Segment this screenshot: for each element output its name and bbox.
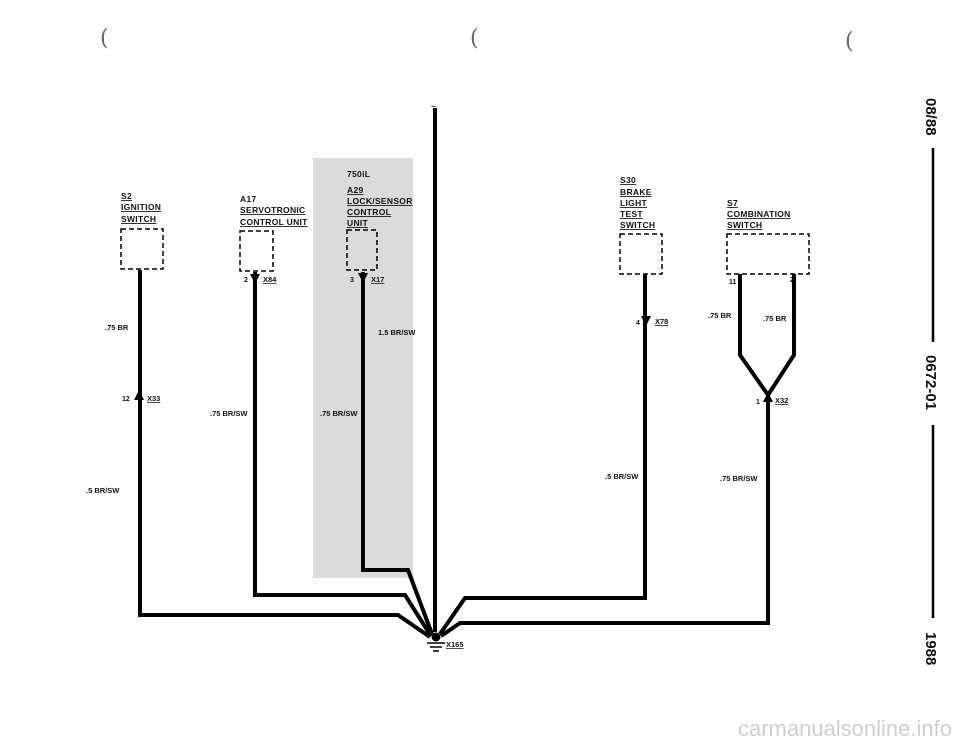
side-year: 1988 bbox=[922, 632, 939, 665]
a17-id: A17 bbox=[240, 194, 257, 204]
a29-wire-label: .75 BR/SW bbox=[320, 409, 358, 418]
top-mark-left: ( bbox=[100, 26, 109, 51]
s30-line2: LIGHT bbox=[620, 198, 648, 208]
s2-box bbox=[120, 228, 164, 270]
side-date: 08/88 bbox=[922, 98, 939, 136]
a17-line1: SERVOTRONIC bbox=[240, 205, 306, 215]
top-feed-arrow: ~ bbox=[431, 101, 436, 111]
side-strip: 08/88 0672-01 1988 bbox=[922, 98, 939, 665]
s7-line1: COMBINATION bbox=[727, 209, 791, 219]
wire-s30 bbox=[438, 274, 647, 636]
s2-upper-wire-label: .75 BR bbox=[105, 323, 129, 332]
s7-lower-wire-label: .75 BR/SW bbox=[720, 474, 758, 483]
wire-s2 bbox=[138, 270, 432, 639]
s30-wire-label: .5 BR/SW bbox=[605, 472, 639, 481]
s30-line1: BRAKE bbox=[620, 187, 652, 197]
ground-icon bbox=[427, 632, 445, 652]
a29-line3: UNIT bbox=[347, 218, 369, 228]
s7-id: S7 bbox=[727, 198, 738, 208]
x32-label: X32 bbox=[775, 396, 788, 405]
x84-label: X84 bbox=[263, 275, 277, 284]
x33-pin: 12 bbox=[122, 396, 130, 403]
watermark: carmanualsonline.info bbox=[737, 716, 952, 741]
s2-line2: SWITCH bbox=[121, 214, 156, 224]
x78-label: X78 bbox=[655, 317, 668, 326]
s30-id: S30 bbox=[620, 175, 636, 185]
x32-pin: 1 bbox=[756, 399, 760, 406]
x78-pin: 4 bbox=[636, 320, 640, 327]
x84-pin: 2 bbox=[244, 277, 248, 284]
s30-box bbox=[619, 233, 663, 275]
a29-line2: CONTROL bbox=[347, 207, 391, 217]
s7-pin-left: 11 bbox=[729, 279, 737, 286]
wire-a29 bbox=[361, 272, 434, 635]
s2-line1: IGNITION bbox=[121, 202, 161, 212]
s2-lower-wire-label: .5 BR/SW bbox=[86, 486, 120, 495]
x17-pin: 3 bbox=[350, 277, 354, 284]
s2-id: S2 bbox=[121, 191, 132, 201]
top-mark-mid: ( bbox=[470, 26, 479, 51]
a17-line2: CONTROL UNIT bbox=[240, 217, 308, 227]
a29-box bbox=[346, 229, 378, 271]
a29-line1: LOCK/SENSOR bbox=[347, 196, 413, 206]
top-mark-right: ( bbox=[845, 29, 854, 54]
side-code: 0672-01 bbox=[922, 355, 939, 410]
x33-label: X33 bbox=[147, 394, 160, 403]
a17-wire-label: .75 BR/SW bbox=[210, 409, 248, 418]
wire-s7 bbox=[439, 274, 796, 638]
s7-left-wire-label: .75 BR bbox=[708, 311, 732, 320]
s7-line2: SWITCH bbox=[727, 220, 762, 230]
ground-label: X165 bbox=[446, 640, 464, 649]
a17-box bbox=[239, 230, 274, 272]
a29-variant: 750iL bbox=[347, 169, 370, 179]
s7-box bbox=[726, 233, 810, 275]
s7-right-wire-label: .75 BR bbox=[763, 314, 787, 323]
top-feed-wire-label: 1.5 BR/SW bbox=[378, 328, 416, 337]
s30-line4: SWITCH bbox=[620, 220, 655, 230]
s30-line3: TEST bbox=[620, 209, 643, 219]
wire-a17 bbox=[253, 272, 433, 638]
x17-label: X17 bbox=[371, 275, 384, 284]
a29-id: A29 bbox=[347, 185, 364, 195]
